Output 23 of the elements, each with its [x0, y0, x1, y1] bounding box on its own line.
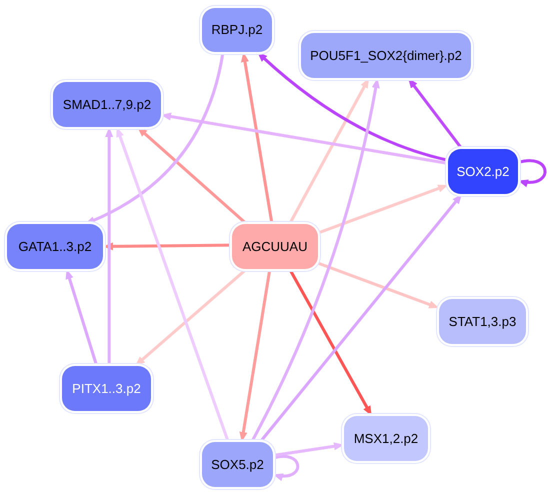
network-node [344, 416, 428, 461]
node-label: RBPJ.p2 [211, 22, 263, 38]
node-label: MSX1,2.p2 [354, 430, 418, 446]
node-label: AGCUUAU [242, 238, 308, 254]
node-label: POU5F1_SOX2{dimer}.p2 [310, 48, 462, 64]
node-label: STAT1,3.p3 [448, 314, 516, 330]
network-node [7, 224, 103, 269]
arrow [317, 184, 449, 234]
node-label: SMAD1..7,9.p2 [62, 96, 152, 112]
network-node [232, 224, 318, 269]
node-label: SOX2.p2 [456, 164, 510, 180]
arrow [317, 262, 440, 310]
network-node [202, 442, 273, 487]
network-node [62, 366, 151, 411]
network-node [202, 8, 272, 52]
node-label: PITX1..3.p2 [72, 380, 141, 396]
node-label: SOX5.p2 [211, 456, 264, 472]
network-node [301, 33, 471, 78]
network-node [53, 82, 161, 127]
arrow [105, 127, 114, 366]
network-node [439, 299, 526, 344]
network-node [448, 149, 518, 194]
node-label: GATA1..3.p2 [18, 238, 92, 254]
